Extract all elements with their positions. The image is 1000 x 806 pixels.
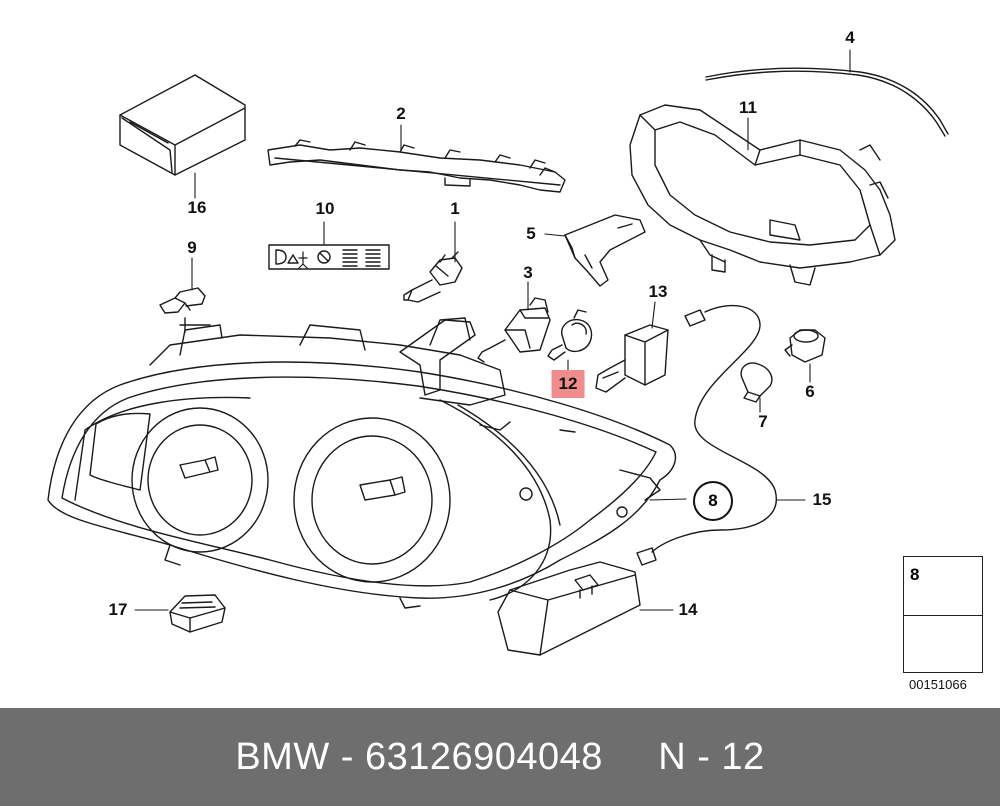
- socket-part-6: [784, 329, 826, 363]
- callout-8-circled: 8: [693, 481, 733, 521]
- harness-part-15: [636, 304, 777, 566]
- callout-15: 15: [812, 490, 832, 509]
- callout-7: 7: [758, 412, 768, 431]
- module-part-17: [169, 594, 226, 633]
- box-part-16: [119, 74, 246, 176]
- bolt-part-9: [159, 287, 206, 314]
- bracket-part-5: [564, 214, 646, 287]
- callout-1: 1: [450, 199, 460, 218]
- callout-16: 16: [187, 198, 207, 217]
- control-unit-part-14: [497, 561, 641, 656]
- callout-17: 17: [108, 600, 128, 619]
- parts-diagram: [47, 49, 979, 671]
- frame-part-11: [629, 104, 896, 286]
- callout-14: 14: [678, 600, 698, 619]
- bulb-part-13: [595, 324, 669, 393]
- callout-11: 11: [739, 98, 757, 117]
- callout-13: 13: [648, 282, 668, 301]
- fastener-legend-box: 8: [903, 556, 983, 673]
- callout-10: 10: [315, 199, 335, 218]
- callout-6: 6: [805, 382, 815, 401]
- wire-part-4: [705, 67, 949, 137]
- warning-label-part-10: [268, 244, 390, 270]
- callout-4: 4: [845, 28, 855, 47]
- callout-2: 2: [396, 104, 406, 123]
- legend-divider: [904, 615, 982, 616]
- rail-part-2: [267, 139, 566, 193]
- part-number-caption: BMW - 63126904048 N - 12: [235, 735, 765, 778]
- callout-9: 9: [187, 238, 197, 257]
- callout-3: 3: [523, 263, 533, 282]
- motor-part-3: [477, 297, 551, 363]
- socket-part-12: [547, 309, 593, 361]
- callout-5: 5: [526, 224, 536, 243]
- callout-12-highlighted: 12: [551, 370, 585, 398]
- bulb-part-1: [403, 251, 463, 303]
- leader-lines: [134, 49, 851, 611]
- footer-bar: BMW - 63126904048 N - 12: [0, 708, 1000, 806]
- bulb-part-7: [740, 362, 773, 403]
- drawing-id: 00151066: [909, 677, 967, 692]
- legend-number: 8: [910, 565, 920, 584]
- headlight-housing: [47, 317, 677, 609]
